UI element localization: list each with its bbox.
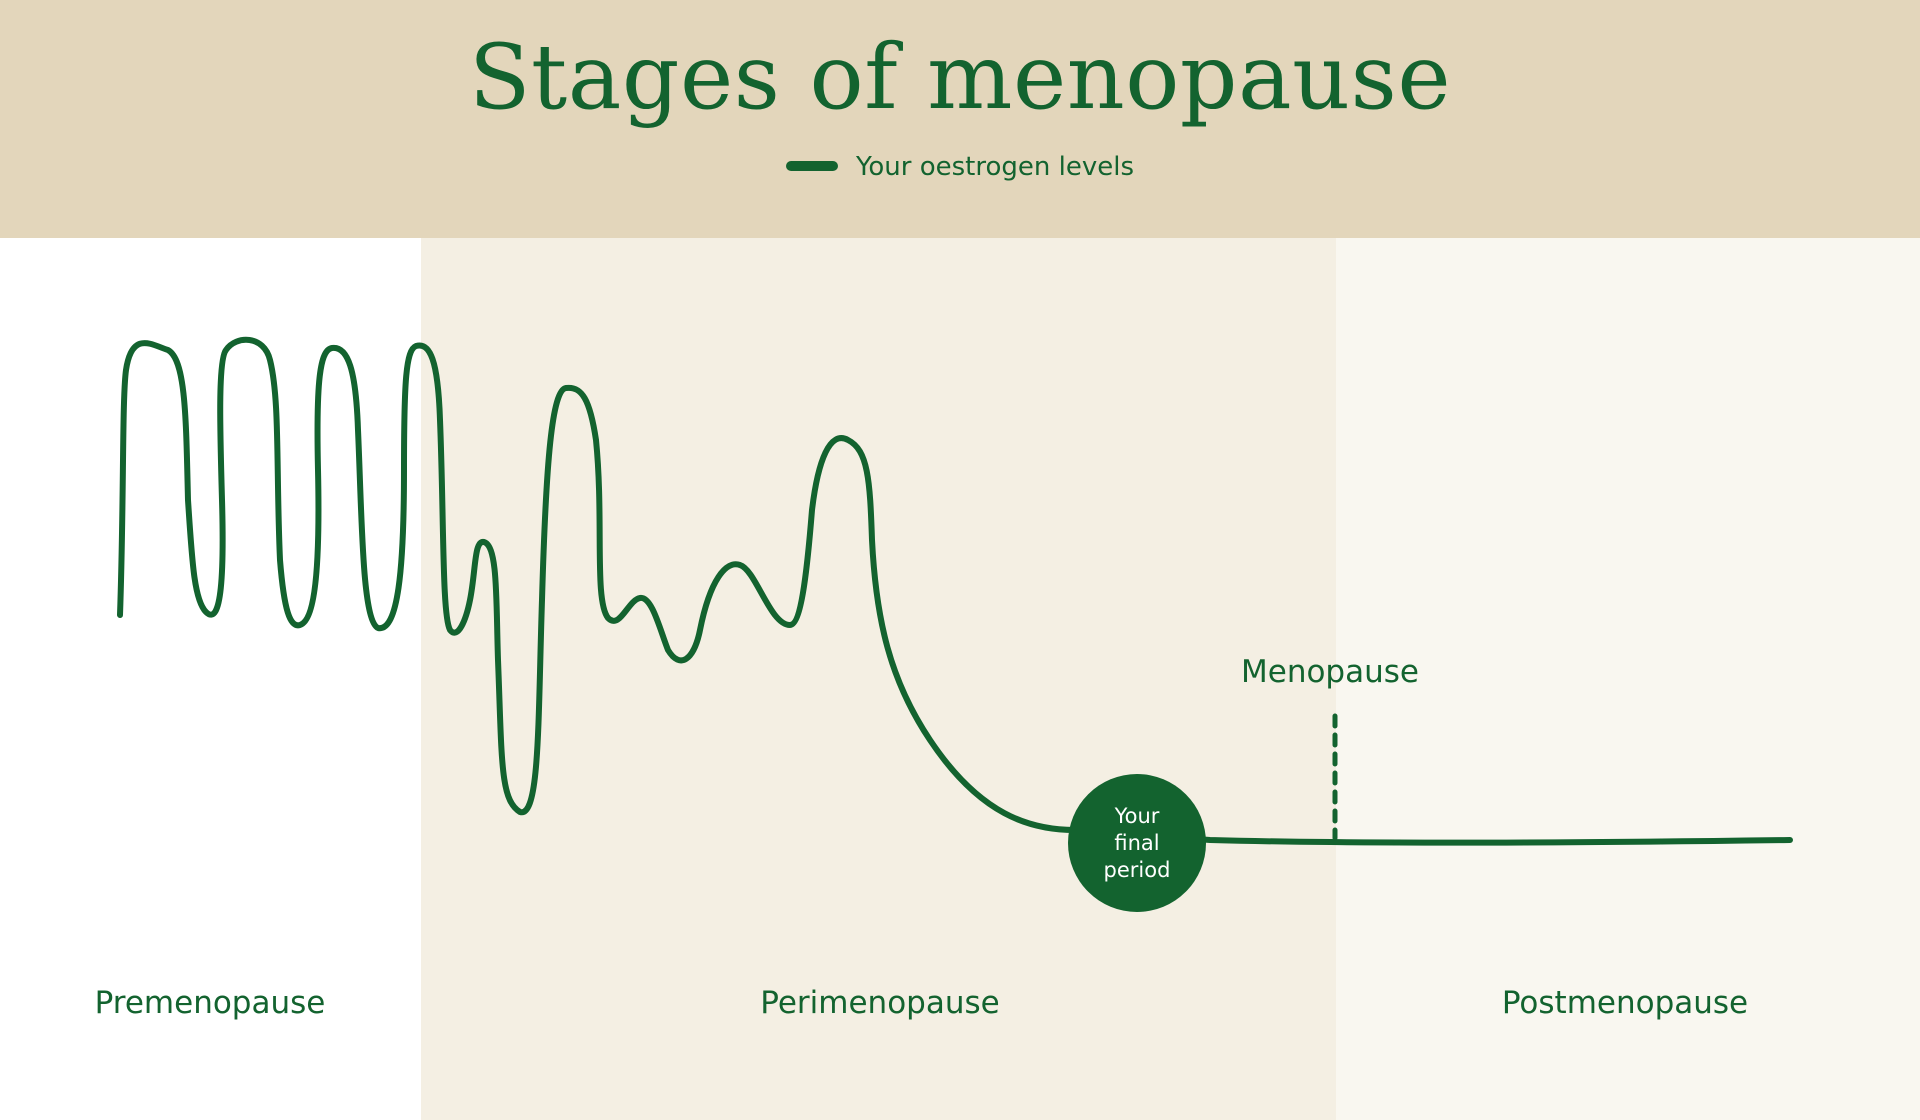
final-period-label: Your final period (1103, 803, 1171, 882)
final-period-marker: Your final period (1068, 774, 1206, 912)
legend: Your oestrogen levels (0, 152, 1920, 182)
menopause-label: Menopause (1241, 654, 1419, 690)
stage-label-premenopause: Premenopause (94, 985, 326, 1021)
postmenopause-band (1336, 238, 1920, 1120)
stage-label-postmenopause: Postmenopause (1501, 985, 1749, 1021)
oestrogen-level-line (117, 336, 1793, 846)
legend-label: Your oestrogen levels (855, 152, 1135, 182)
perimenopause-band (421, 238, 1336, 1120)
page-title: Stages of menopause (468, 25, 1452, 130)
premenopause-band (0, 238, 421, 1120)
legend-line-swatch (785, 160, 838, 171)
stage-label-perimenopause: Perimenopause (760, 985, 1000, 1021)
header-banner: Stages of menopause Your oestrogen level… (0, 0, 1920, 238)
